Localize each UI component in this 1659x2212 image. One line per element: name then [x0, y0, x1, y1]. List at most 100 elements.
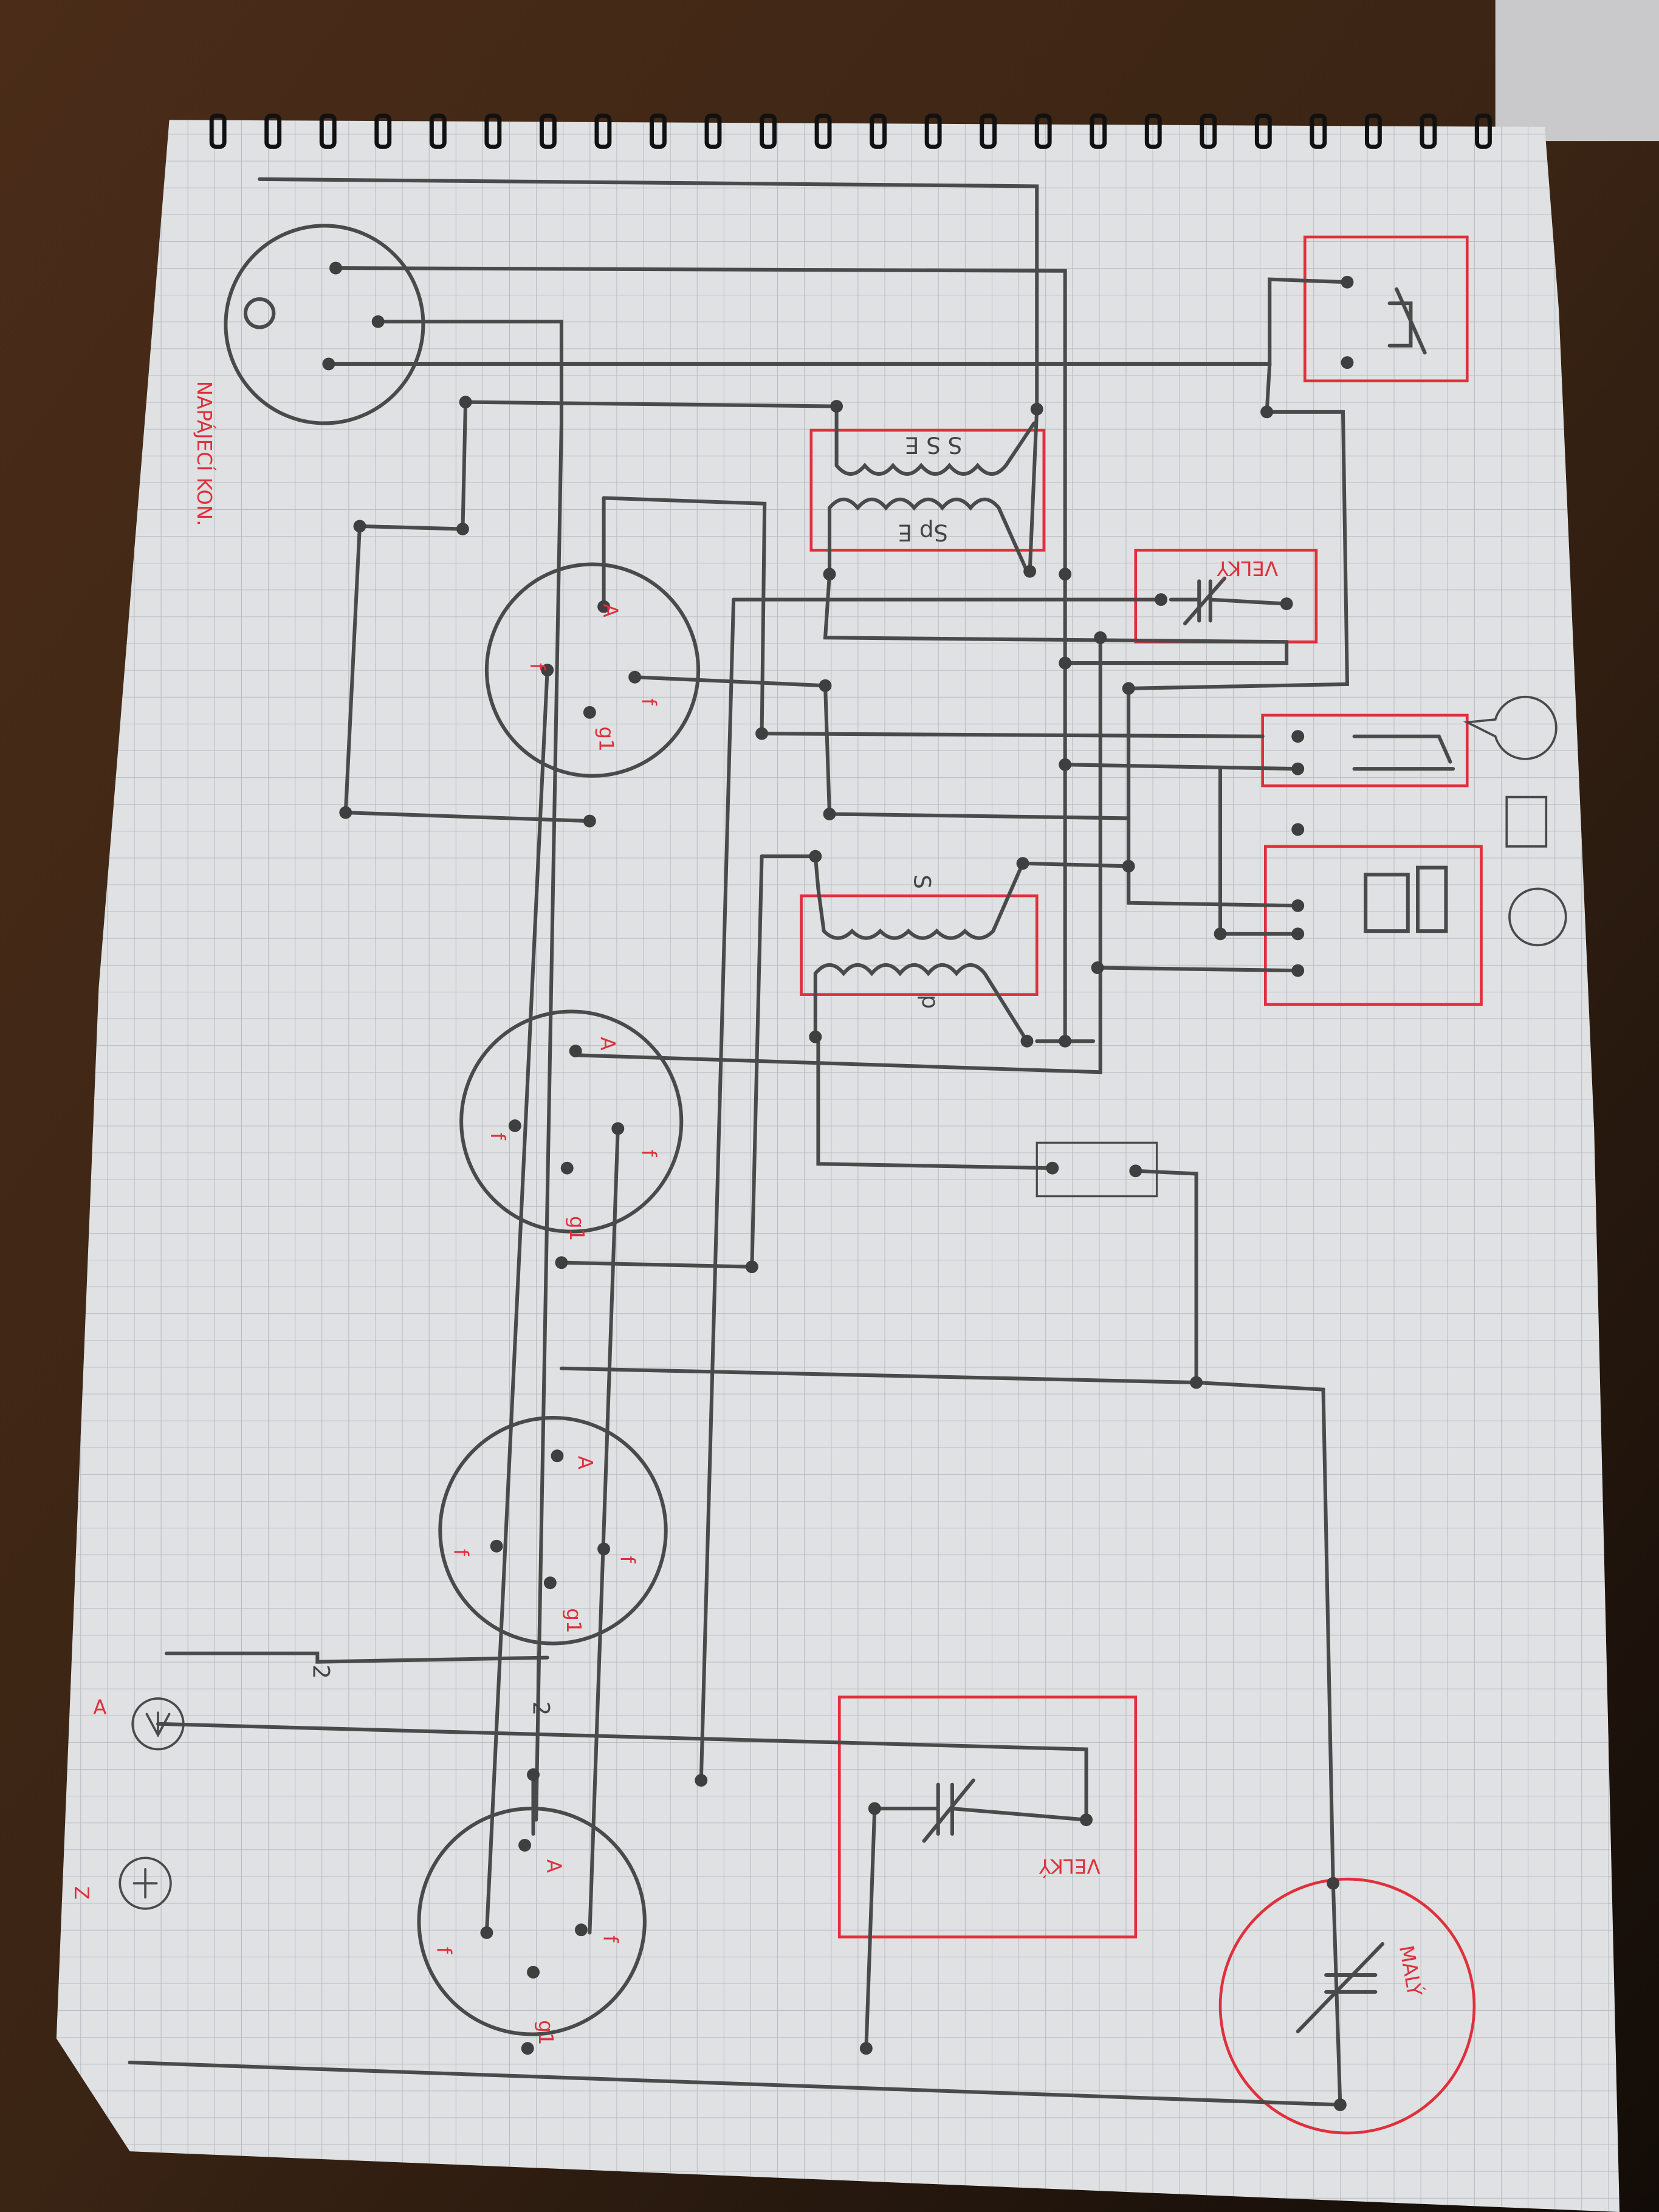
junction-dot	[1214, 927, 1227, 941]
junction-dot	[527, 1768, 540, 1781]
junction-dot	[555, 1256, 568, 1269]
junction-dot	[490, 1539, 503, 1553]
junction-dot	[508, 1119, 521, 1132]
junction-dot	[1059, 568, 1072, 581]
pin-label-grid: g1	[595, 727, 618, 752]
switch-box	[1264, 845, 1483, 1006]
transformer-top-lower-label: Sp E	[898, 520, 948, 546]
transformer-bottom-lower-label: p	[917, 995, 943, 1009]
junction-dot	[1333, 2098, 1347, 2112]
junction-dot	[560, 1161, 574, 1175]
component-boxes	[800, 235, 1483, 2135]
binding-ring	[1034, 113, 1052, 149]
junction-dot	[1291, 762, 1305, 775]
binding-ring	[980, 113, 997, 149]
junction-dot	[1291, 927, 1305, 941]
binding-ring	[650, 113, 667, 149]
junction-dot	[480, 1926, 493, 1939]
junction-dot	[1023, 565, 1037, 578]
junction-dot	[339, 806, 352, 819]
junction-dot	[597, 1542, 611, 1556]
pin-label-filament: f	[616, 1556, 639, 1564]
tube-socket-1	[484, 562, 701, 778]
pin-label-filament: f	[526, 663, 549, 671]
potentiometer-box	[1304, 235, 1469, 383]
junction-dot	[583, 814, 596, 828]
junction-dot	[755, 727, 769, 740]
transformer-bottom-upper-label: S	[908, 874, 935, 889]
transformer-top-upper-label: S S E	[905, 432, 962, 458]
binding-ring	[1144, 113, 1162, 149]
transformer-top-box	[809, 428, 1046, 552]
junction-dot	[819, 679, 832, 692]
jack-box-1	[1261, 713, 1469, 788]
junction-dot	[583, 706, 596, 719]
junction-dot	[1016, 857, 1029, 870]
pin-label-filament: f	[433, 1947, 456, 1955]
junction-dot	[1129, 1164, 1142, 1178]
tube-socket-2	[459, 1009, 684, 1234]
pin-label-grid: g1	[565, 1216, 588, 1241]
binding-ring	[319, 113, 337, 149]
junction-dot	[521, 2042, 534, 2055]
capacitor-big-2-box	[837, 1695, 1138, 1939]
pin-label-anode: A	[574, 1456, 597, 1469]
power-pin	[243, 297, 276, 329]
junction-dot	[574, 1923, 588, 1937]
junction-dot	[1094, 631, 1107, 644]
binding-ring	[704, 113, 722, 149]
binding-ring	[1090, 113, 1107, 149]
junction-dot	[1190, 1376, 1203, 1389]
junction-dot	[1291, 730, 1305, 743]
junction-dot	[1059, 1034, 1072, 1048]
junction-dot	[830, 400, 843, 413]
junction-dot	[1155, 593, 1167, 606]
junction-dot	[1046, 1161, 1059, 1175]
junction-dot	[551, 1449, 564, 1463]
junction-dot	[543, 1576, 557, 1590]
binding-ring	[1254, 113, 1272, 149]
junction-dot	[809, 850, 822, 863]
binding-ring	[264, 113, 282, 149]
junction-dot	[1020, 1034, 1034, 1048]
junction-dot	[1059, 758, 1072, 771]
junction-dot	[527, 1965, 540, 1979]
spiral-binding	[209, 113, 1492, 149]
junction-dot	[695, 1774, 708, 1787]
junction-dot	[1280, 597, 1293, 611]
binding-ring	[374, 113, 392, 149]
binding-ring	[814, 113, 832, 149]
binding-ring	[209, 113, 227, 149]
junction-dot	[541, 664, 554, 677]
junction-dot	[329, 261, 342, 275]
binding-ring	[594, 113, 612, 149]
binding-ring	[760, 113, 777, 149]
binding-ring	[924, 113, 942, 149]
power-connector-socket	[224, 224, 425, 425]
binding-ring	[539, 113, 557, 149]
capacitor-big-1-label: VELKÝ	[1217, 557, 1278, 580]
junction-dot	[1260, 405, 1274, 419]
junction-dot	[611, 1122, 625, 1135]
junction-dot	[371, 315, 385, 328]
binding-ring	[1420, 113, 1437, 149]
binding-ring	[1475, 113, 1492, 149]
pin-label-anode: A	[599, 604, 622, 617]
junction-dot	[1341, 356, 1354, 369]
junction-dots	[322, 261, 1354, 2112]
junction-dot	[459, 396, 472, 409]
junction-dot	[823, 808, 836, 820]
pin-label-anode: A	[543, 1860, 566, 1873]
pin-label-filament: f	[599, 1935, 622, 1943]
junction-dot	[1291, 899, 1305, 912]
pin-label-filament: f	[637, 1150, 660, 1158]
pin-label-filament: f	[637, 698, 660, 706]
junction-dot	[1291, 823, 1305, 836]
pin-label-anode: A	[596, 1037, 619, 1050]
mark-2: 2	[527, 1702, 554, 1716]
junction-dot	[1080, 1813, 1093, 1827]
junction-dot	[745, 1260, 758, 1274]
binding-ring	[1310, 113, 1327, 149]
